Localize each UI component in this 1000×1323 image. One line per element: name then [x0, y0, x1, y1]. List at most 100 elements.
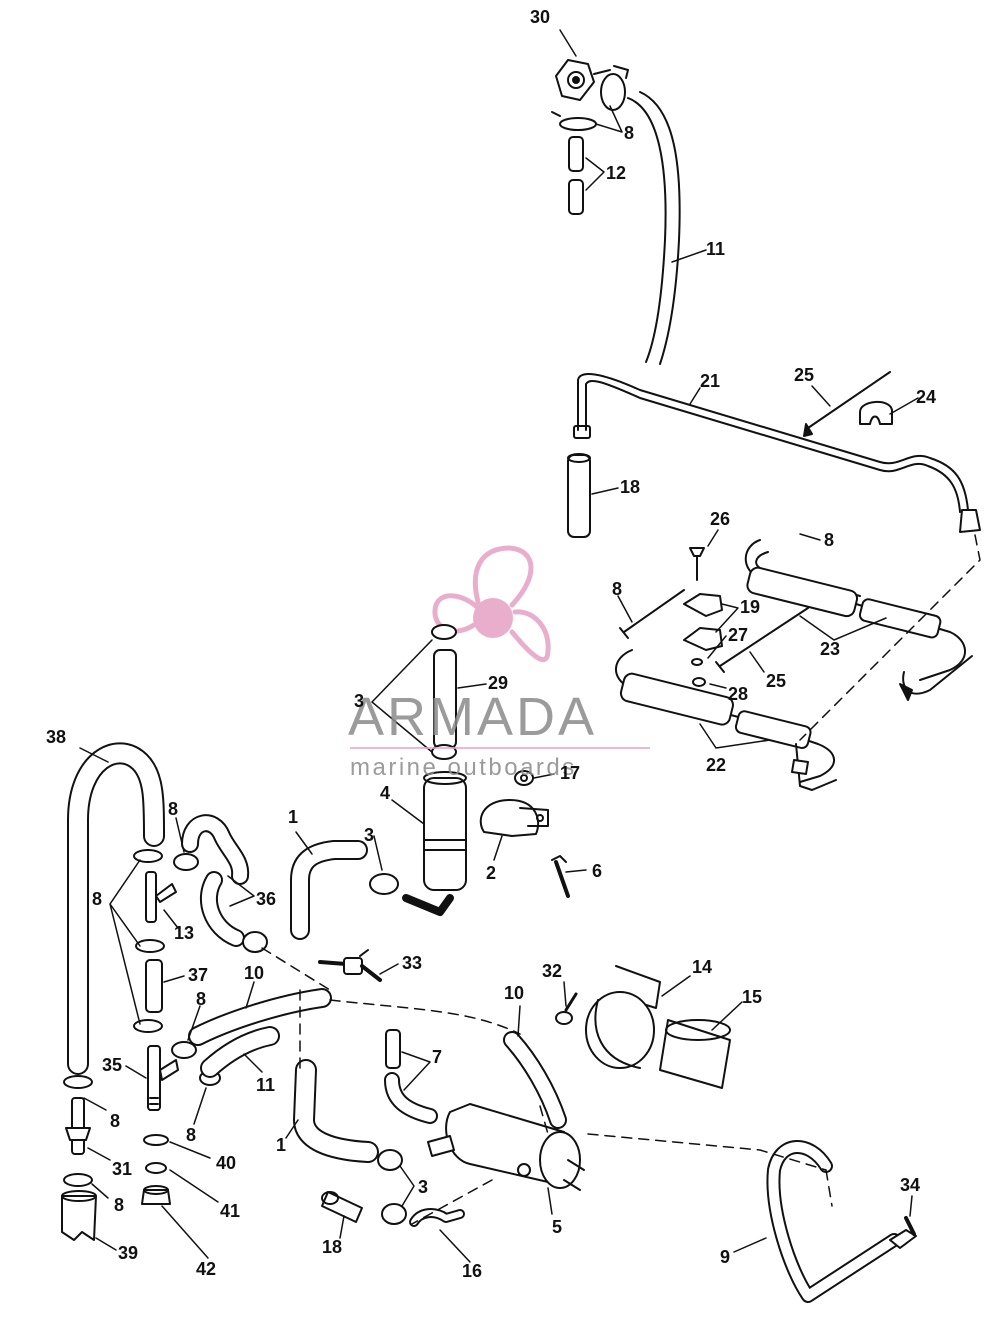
hose-18-lower	[321, 1191, 363, 1223]
fuel-hose-11-top	[627, 91, 681, 365]
clip-24	[859, 401, 893, 425]
sleeve-15	[659, 1019, 731, 1089]
leader-lines	[79, 29, 919, 1263]
callout-10: 10	[504, 983, 525, 1003]
callout-14: 14	[692, 957, 713, 977]
callout-6: 6	[592, 861, 603, 881]
callout-24: 24	[916, 387, 937, 407]
hose-9	[766, 1140, 901, 1303]
callout-1: 1	[288, 807, 299, 827]
fuel-line-23	[744, 539, 973, 701]
callout-16: 16	[462, 1261, 483, 1281]
callout-3: 3	[354, 691, 365, 711]
cable-tie-25-right	[715, 607, 809, 673]
callout-33: 33	[402, 953, 423, 973]
sleeve-39	[61, 1190, 97, 1241]
clamps-8-left	[63, 849, 221, 1187]
hose-38	[67, 742, 165, 1075]
callout-5: 5	[552, 1217, 563, 1237]
clamp-19	[683, 593, 723, 651]
callout-19: 19	[740, 597, 761, 617]
callout-38: 38	[46, 727, 67, 747]
callout-1: 1	[276, 1135, 287, 1155]
callout-26: 26	[710, 509, 731, 529]
hose-18-upper	[567, 453, 591, 538]
hose-10-left	[188, 988, 332, 1046]
callout-8: 8	[612, 579, 623, 599]
callout-23: 23	[820, 639, 841, 659]
propeller-logo-icon	[432, 545, 551, 663]
callout-18: 18	[620, 477, 641, 497]
callout-40: 40	[216, 1153, 237, 1173]
callout-36: 36	[256, 889, 277, 909]
fitting-34	[889, 1216, 917, 1249]
callout-29: 29	[488, 673, 509, 693]
callout-10: 10	[244, 963, 265, 983]
callout-41: 41	[220, 1201, 241, 1221]
callout-28: 28	[728, 684, 749, 704]
callout-39: 39	[118, 1243, 139, 1263]
callout-25: 25	[766, 671, 787, 691]
callout-25: 25	[794, 365, 815, 385]
callout-8: 8	[824, 530, 835, 550]
watermark-tagline: marine outboards	[350, 754, 577, 781]
hose-7	[384, 1029, 438, 1124]
ring-clamp	[242, 931, 268, 953]
callout-31: 31	[112, 1159, 133, 1179]
callout-8: 8	[168, 799, 179, 819]
callout-9: 9	[720, 1247, 731, 1267]
clamp-3-lower	[377, 1149, 407, 1225]
cable-tie-8-right	[619, 589, 685, 639]
callout-4: 4	[380, 783, 391, 803]
hose-37	[145, 959, 163, 1013]
fuel-filter-4	[402, 771, 467, 916]
dashed-routing-lines	[261, 947, 833, 1225]
callout-8: 8	[624, 123, 635, 143]
screw-32	[555, 992, 578, 1025]
hose-36	[181, 814, 250, 947]
fitting-13	[145, 871, 177, 923]
callout-8: 8	[114, 1195, 125, 1215]
callout-8: 8	[196, 989, 207, 1009]
callout-12: 12	[606, 163, 627, 183]
fitting-35	[147, 1045, 179, 1111]
callout-30: 30	[530, 7, 551, 27]
short-hoses-12	[568, 136, 584, 215]
screw-6	[551, 855, 570, 898]
callout-21: 21	[700, 371, 721, 391]
callout-22: 22	[706, 755, 727, 775]
callout-8: 8	[186, 1125, 197, 1145]
fitting-31	[65, 1097, 91, 1155]
callout-34: 34	[900, 1175, 921, 1195]
callout-3: 3	[364, 825, 375, 845]
fuel-line-22	[615, 649, 837, 791]
callout-7: 7	[432, 1047, 443, 1067]
callout-32: 32	[542, 961, 563, 981]
washer-27-28	[691, 658, 706, 687]
bracket-2	[479, 799, 549, 837]
callout-11: 11	[706, 239, 726, 259]
hose-1-lower	[293, 1059, 379, 1163]
callout-18: 18	[322, 1237, 343, 1257]
clamp-3-middle	[369, 873, 399, 895]
connector-33	[318, 949, 382, 982]
hose-10-right	[503, 1031, 567, 1129]
hose-11-lower	[200, 1026, 280, 1078]
callout-8: 8	[92, 889, 103, 909]
callout-17: 17	[560, 763, 581, 783]
bracket-14	[585, 965, 661, 1069]
washers-40-41-42	[141, 1134, 171, 1205]
callout-11: 11	[256, 1075, 276, 1095]
fuel-pump-5	[427, 1103, 585, 1191]
nut-17	[514, 770, 534, 786]
cable-tie-25	[803, 371, 891, 437]
callout-15: 15	[742, 987, 763, 1007]
callout-37: 37	[188, 965, 209, 985]
callout-2: 2	[486, 863, 497, 883]
fuel-line-21	[573, 373, 981, 533]
hose-1-upper	[290, 840, 368, 940]
watermark-rule	[350, 747, 650, 749]
callout-13: 13	[174, 923, 195, 943]
